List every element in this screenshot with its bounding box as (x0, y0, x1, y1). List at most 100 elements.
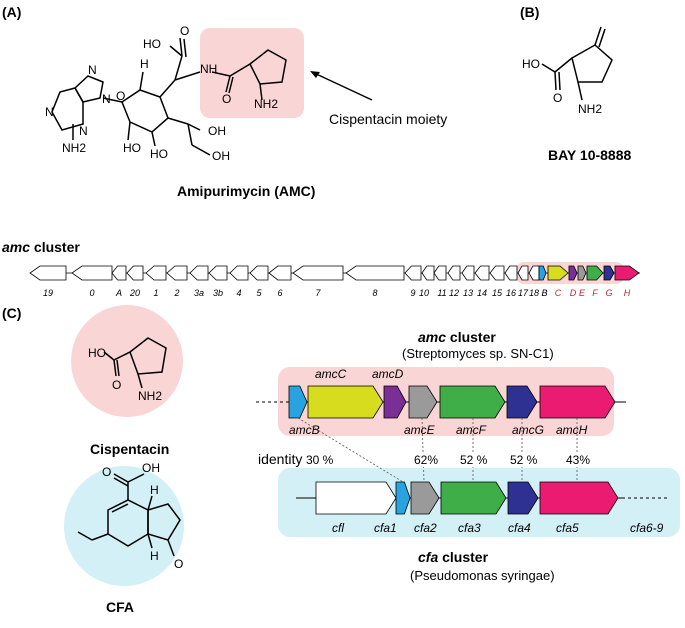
gene-label: 16 (506, 288, 516, 298)
gene-arrow (345, 265, 405, 281)
cispentacin-moiety-highlight (200, 28, 304, 118)
gene-arrow (538, 265, 547, 281)
amc-gene-arrow (506, 385, 538, 419)
atom-label: NH2 (62, 141, 86, 155)
cfa-gene-arrow (395, 481, 411, 515)
gene-label: 6 (277, 288, 282, 298)
atom-label: OH (212, 149, 230, 163)
identity-value-bg (304, 453, 340, 467)
gene-arrow (166, 265, 188, 281)
gene-label: 0 (89, 288, 94, 298)
gene-arrow (29, 265, 67, 281)
gene-label: F (592, 288, 598, 298)
gene-arrow (433, 265, 447, 281)
atom-label: HO (143, 37, 161, 51)
identity-connector (297, 417, 404, 483)
cfa-gene-label: cfa1 (374, 521, 397, 535)
gene-arrow (603, 265, 615, 281)
amc-gene-label: amcC (315, 367, 347, 381)
identity-value-bg (564, 453, 600, 467)
atom-label: O (102, 465, 111, 479)
gene-arrow (126, 265, 144, 281)
gene-arrow (517, 265, 529, 281)
amc-gene-label: amcE (404, 423, 436, 437)
cispentacin-structure: HO O NH2 Cispentacin (71, 305, 183, 457)
atom-label: NH2 (138, 389, 162, 403)
amc-gene-label: amcB (289, 423, 320, 437)
gene-arrow (447, 265, 461, 281)
cispentacin-name: Cispentacin (90, 441, 169, 457)
gene-label: 7 (315, 288, 321, 298)
gene-label: C (555, 288, 562, 298)
gene-label: H (624, 288, 631, 298)
identity-connector (421, 417, 425, 483)
identity-value: 30 % (306, 453, 334, 467)
gene-arrow (614, 265, 640, 281)
cfa-gene-arrow (315, 481, 397, 515)
cfa-organism: (Pseudomonas syringae) (410, 568, 555, 583)
atom-label: O (112, 378, 121, 392)
cfa-gene-label: cfl (332, 521, 344, 535)
gene-label: 3b (213, 288, 223, 298)
gene-label: G (605, 288, 612, 298)
cyclopentane-ring (571, 44, 613, 83)
gene-label: 14 (477, 288, 487, 298)
cfa-gene-arrow (410, 481, 440, 515)
atom-label: HO (150, 147, 168, 161)
cfa-circle (64, 466, 184, 586)
gene-label: 20 (129, 288, 140, 298)
gene-label: 10 (419, 288, 429, 298)
gene-label: 9 (410, 288, 415, 298)
gene-label: 3a (194, 288, 204, 298)
gene-arrow (421, 265, 435, 281)
identity-value: 52 % (510, 453, 538, 467)
atom-label: N (88, 63, 97, 77)
amipurimycin-name: Amipurimycin (AMC) (177, 183, 315, 199)
cfa-name: CFA (106, 599, 134, 615)
amc-cluster-title: amc cluster (418, 329, 496, 345)
identity-value: 62% (414, 453, 438, 467)
cfa-gene-label: cfa4 (508, 521, 531, 535)
gene-label: 11 (437, 288, 446, 298)
amc-gene-label: amcG (512, 423, 544, 437)
atom-label: HO (522, 57, 540, 71)
bay-10-8888-name: BAY 10-8888 (548, 147, 632, 163)
gene-arrow (268, 265, 292, 281)
gene-arrow (547, 265, 569, 281)
gene-label: 13 (463, 288, 473, 298)
panel-a-label: (A) (2, 4, 21, 20)
identity-label: identity (258, 451, 302, 467)
amc-gene-label: amcF (456, 423, 487, 437)
gene-label: 5 (256, 288, 262, 298)
cispentacin-circle (71, 305, 183, 417)
cfa-gene-arrow (539, 481, 619, 515)
atom-label: OH (208, 124, 226, 138)
gene-arrow (229, 265, 249, 281)
atom-label: H (150, 549, 159, 563)
atom-label: O (553, 91, 562, 105)
identity-value: 52 % (460, 453, 488, 467)
cfa-gene-label: cfa6-9 (630, 521, 664, 535)
panel-b-label: (B) (520, 4, 539, 20)
atom-label: HO (88, 346, 106, 360)
cfa-gene-label: cfa3 (458, 521, 481, 535)
gene-label: A (115, 288, 122, 298)
gene-arrow (249, 265, 269, 281)
cyclopentane-ring (129, 337, 167, 375)
amc-gene-label: amcH (556, 423, 588, 437)
atom-label: O (116, 89, 125, 103)
gene-arrow (489, 265, 505, 281)
cfa-gene-label: cfa5 (556, 521, 579, 535)
gene-arrow (461, 265, 475, 281)
atom-label: O (222, 92, 231, 106)
gene-arrow (528, 265, 540, 281)
panel-c-label: (C) (2, 305, 21, 321)
cfa-structure: OH O H H O CFA (64, 461, 184, 615)
atom-label: OH (142, 461, 160, 475)
amc-gene-arrow (307, 385, 384, 419)
gene-label: 18 (529, 288, 539, 298)
amc-gene-arrow (408, 385, 438, 419)
cfa-gene-arrow (507, 481, 539, 515)
